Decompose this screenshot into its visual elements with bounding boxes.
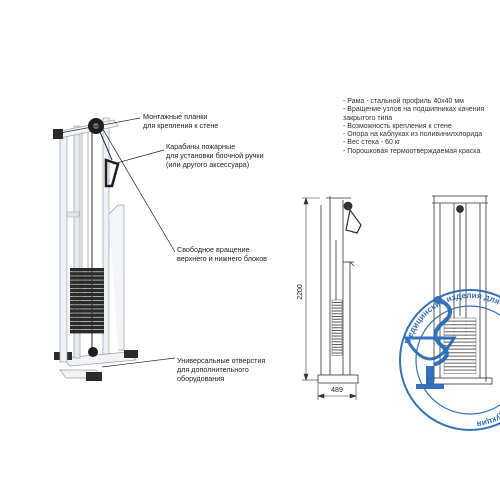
frame-upright-back (102, 117, 110, 355)
weight-plate (331, 305, 343, 309)
side-view-drawing (317, 196, 362, 384)
weight-plate (443, 363, 477, 367)
weight-plate (70, 325, 104, 330)
callout-rotation: Свободное вращение верхнего и нижнего бл… (177, 245, 267, 263)
weight-plate (331, 308, 343, 311)
weight-plate (331, 322, 343, 325)
weight-plate (331, 316, 343, 320)
weight-stack (70, 268, 104, 334)
weight-plate (331, 347, 343, 351)
weight-plate (331, 350, 343, 353)
weight-plate (443, 366, 477, 371)
front-view-stack (443, 317, 477, 374)
weight-plate (331, 344, 343, 348)
weight-plate (331, 299, 343, 303)
depth-dimension (317, 384, 357, 400)
frame-brace (66, 211, 80, 218)
weight-plate (70, 309, 104, 313)
callout-holes-line2: для дополнительного (177, 365, 249, 374)
leader-carabiner (112, 149, 165, 165)
callout-rotation-line1: Свободное вращение (177, 245, 250, 254)
leader-mount (59, 117, 141, 134)
callout-holes: Универсальные отверстия для дополнительн… (177, 356, 265, 383)
weight-plate (331, 339, 343, 342)
weight-plate (443, 331, 477, 336)
snake-icon (433, 298, 452, 366)
bottom-pulley (88, 347, 98, 357)
callout-holes-line1: Универсальные отверстия (177, 356, 266, 365)
weight-plate (331, 341, 343, 345)
weight-plate (331, 313, 343, 317)
callout-mount-plates: Монтажные планки для крепления к стене (143, 112, 218, 130)
frame-side-arm (108, 204, 125, 351)
weight-plate (70, 272, 104, 276)
handle (104, 158, 120, 188)
callout-carabiners-line2: для установки блочной ручки (166, 151, 264, 160)
specs-list: - Рама - стальной профиль 40х40 мм - Вра… (343, 98, 484, 156)
spec-item: - Вес стека - 60 кг (343, 139, 401, 147)
weight-plate (70, 301, 104, 305)
weight-plate (70, 268, 104, 272)
frame-upright-mid (73, 125, 81, 359)
callout-carabiners-line1: Карабины пожарные (166, 142, 236, 151)
weight-plate (443, 328, 477, 332)
weight-plate (70, 317, 104, 322)
weight-plate (443, 370, 477, 374)
weight-plate (443, 324, 477, 329)
weight-plate (70, 280, 104, 284)
weight-plate (70, 329, 104, 334)
depth-value: 489 (331, 387, 343, 394)
leader-rotation (100, 125, 176, 253)
spec-item: - Вращение узлов на подшипниках качения (343, 106, 485, 114)
weight-plate (443, 356, 477, 360)
foot-right (124, 350, 138, 358)
mount-plate (53, 129, 63, 139)
spec-item: - Порошковая термоотверждаемая краска (343, 147, 481, 155)
weight-plate (331, 327, 343, 331)
weight-plate (70, 276, 104, 280)
weight-plate (70, 284, 104, 289)
callout-mount-line2: для крепления к стене (143, 121, 219, 130)
height-value: 2200 (297, 284, 304, 300)
weight-plate (70, 313, 104, 317)
side-view-stack (331, 299, 343, 356)
callout-carabiners-line3: (или другого аксессуара) (166, 160, 250, 169)
weight-plate (70, 321, 104, 326)
weight-plate (331, 353, 343, 356)
spec-item: - Рама - стальной профиль 40х40 мм (343, 98, 464, 105)
spec-item: закрытого типа (343, 114, 393, 122)
callout-rotation-line2: верхнего и нижнего блоков (177, 254, 268, 263)
weight-plate (443, 352, 477, 357)
weight-plate (443, 321, 477, 325)
weight-plate (331, 330, 343, 334)
callout-mount-line1: Монтажные планки (143, 112, 208, 121)
weight-plate (70, 305, 104, 309)
weight-plate (443, 349, 477, 353)
weight-plate (443, 342, 477, 346)
spec-item: - Возможность крепления к стене (343, 122, 452, 130)
spec-item: - Опора на каблуках из поливинилхлорида (343, 131, 483, 139)
callout-holes-line3: оборудования (177, 374, 225, 383)
callout-carabiners: Карабины пожарные для установки блочной … (166, 142, 264, 169)
weight-plate (331, 325, 343, 328)
weight-plate (331, 333, 343, 337)
foot-front (86, 372, 102, 381)
weight-plate (443, 338, 477, 343)
weight-plate (331, 311, 343, 314)
weight-plate (70, 292, 104, 297)
weight-plate (443, 359, 477, 364)
weight-plate (70, 288, 104, 293)
weight-plate (70, 296, 104, 301)
weight-plate (331, 319, 343, 323)
height-dimension (302, 197, 320, 381)
leader-holes (101, 357, 176, 368)
weight-plate (331, 302, 343, 306)
weight-plate (331, 336, 343, 339)
